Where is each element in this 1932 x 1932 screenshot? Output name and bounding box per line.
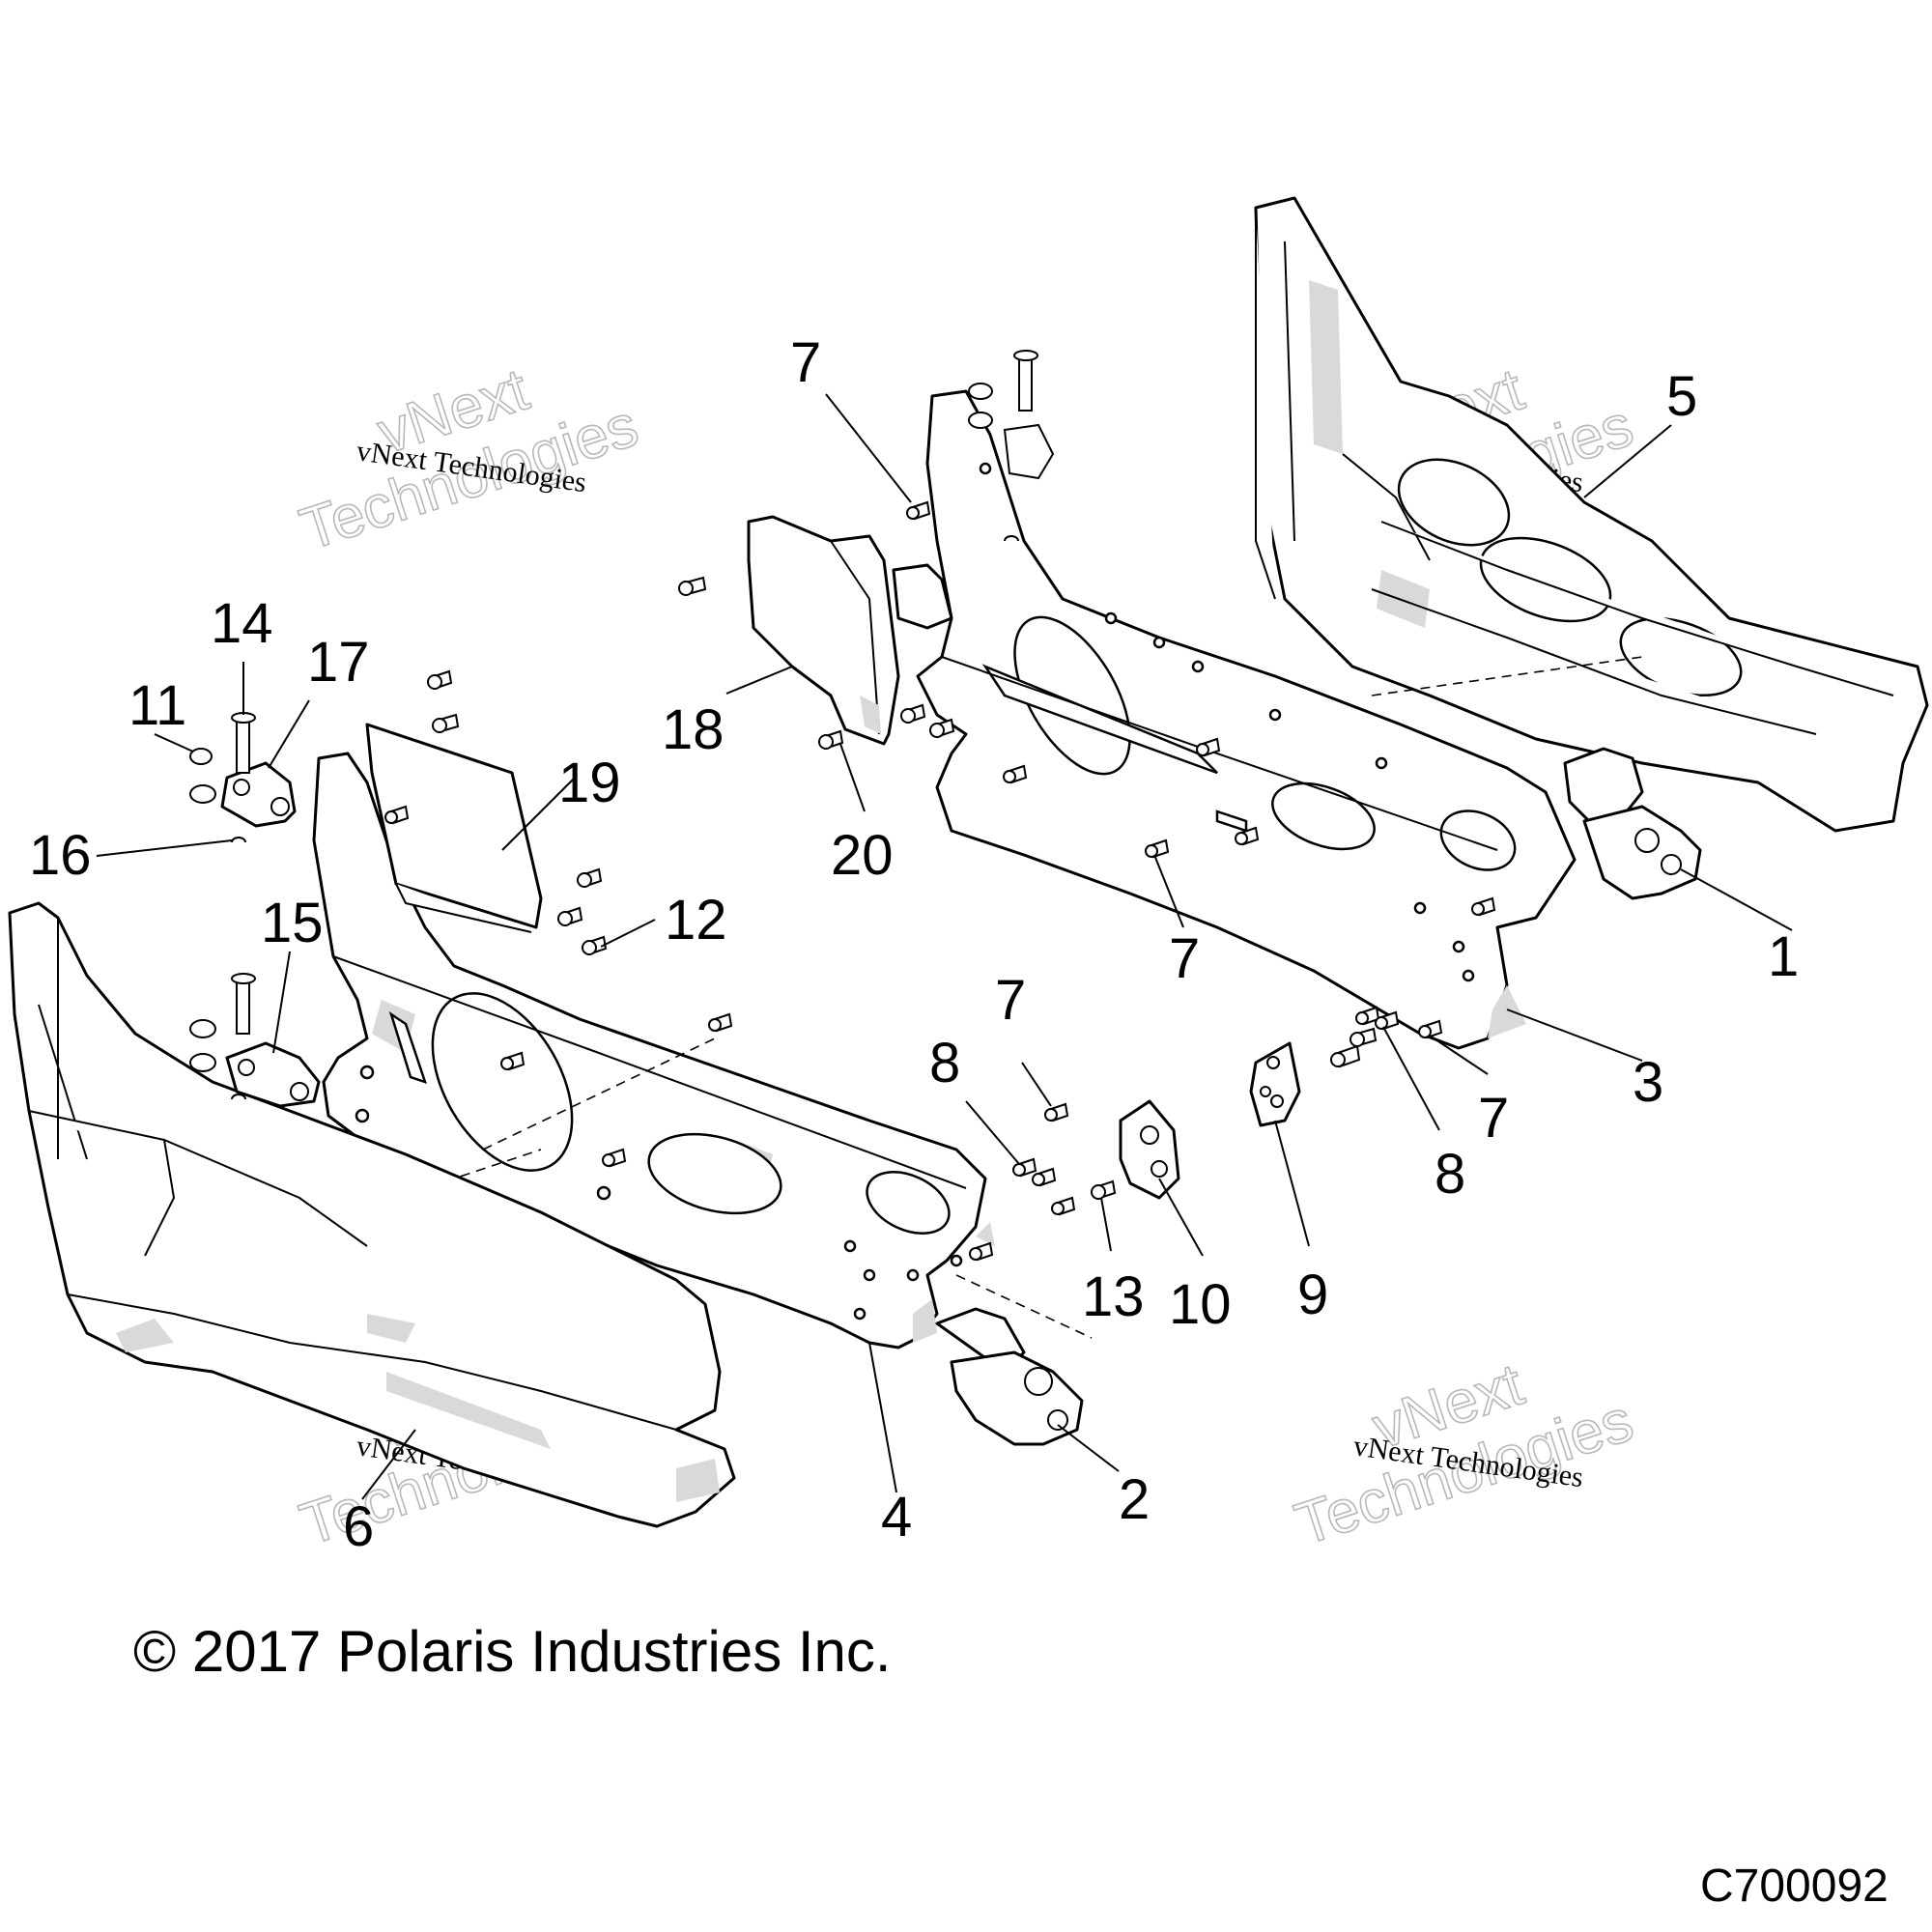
callout-5: 5 (1666, 365, 1697, 428)
part-10-plate (1119, 1099, 1180, 1200)
bolt-12d (582, 935, 608, 955)
bolt-4e (602, 1148, 627, 1168)
bolt-13a (1051, 1196, 1076, 1216)
callout-20: 20 (831, 824, 894, 887)
washer-top-b (968, 412, 993, 429)
bolt-7e (1044, 1102, 1069, 1122)
watermark-top-left: vNext Technologies vNext Technologies (292, 355, 646, 564)
callout-8-right: 8 (1435, 1143, 1465, 1206)
bolt-8a (1355, 1006, 1380, 1026)
callout-7-mid: 7 (1169, 927, 1200, 990)
callout-16: 16 (29, 824, 92, 887)
callout-9: 9 (1297, 1264, 1328, 1326)
washer-11a (189, 784, 216, 804)
part-17-link (220, 761, 297, 828)
pin-lower-left (231, 973, 256, 1035)
part-11-nut (189, 748, 213, 765)
bolt-18a (678, 576, 707, 596)
bolt-4f (427, 669, 453, 690)
watermark-bottom-right: vNext Technologies vNext Technologies (1287, 1350, 1641, 1559)
leader-lines (96, 393, 1793, 1500)
bolt-7b (1145, 838, 1170, 859)
bolt-13b (1091, 1179, 1117, 1200)
part-16-clip (231, 837, 246, 843)
washer-lower-left-a (189, 1019, 216, 1038)
bolt-4b (708, 1012, 733, 1033)
clip-lower-left (231, 1094, 246, 1100)
callout-3: 3 (1633, 1051, 1663, 1114)
part-18-bracket (747, 515, 900, 746)
bolt-20b (900, 703, 926, 724)
callout-15: 15 (261, 892, 324, 954)
bolt-8b (1375, 1010, 1400, 1031)
callout-labels: 1 2 3 4 5 6 7 7 7 7 8 8 9 10 11 12 13 14… (29, 331, 1799, 1558)
callout-12: 12 (665, 889, 727, 952)
bolt-3a (1003, 764, 1028, 784)
bolt-4c (384, 805, 410, 825)
bolt-20a (818, 729, 844, 750)
bolt-8d (1032, 1167, 1057, 1187)
callout-1: 1 (1768, 925, 1799, 988)
callout-19: 19 (558, 752, 621, 814)
bolt-3c (1471, 896, 1496, 917)
callout-7-top: 7 (790, 331, 821, 394)
part-14-pin (231, 712, 256, 774)
part-9-plate (1249, 1041, 1301, 1127)
callout-2: 2 (1119, 1468, 1150, 1531)
bolt-8c (1012, 1157, 1037, 1178)
clip-top (1004, 535, 1019, 542)
callout-11: 11 (128, 674, 186, 737)
callout-10: 10 (1169, 1273, 1232, 1336)
part-5-rear-bumper (1254, 196, 1929, 833)
copyright-notice: © 2017 Polaris Industries Inc. (133, 1619, 892, 1684)
washer-lower-left-b (189, 1053, 216, 1072)
callout-6: 6 (343, 1495, 374, 1558)
bolt-4a (969, 1241, 994, 1262)
bolt-3b (1196, 737, 1221, 757)
part-19-panel (365, 723, 543, 933)
bolt-20c (929, 718, 955, 738)
bolt-7c (1235, 826, 1260, 846)
callout-18: 18 (662, 698, 724, 761)
callout-8-lower: 8 (929, 1032, 960, 1094)
bolt-9a (1330, 1044, 1361, 1068)
callout-7-right: 7 (1478, 1087, 1509, 1150)
part-3-upper-frame (916, 389, 1577, 1050)
bolt-4d (500, 1051, 526, 1071)
callout-17: 17 (307, 631, 370, 694)
part-1-latch (1563, 747, 1702, 900)
callout-14: 14 (211, 592, 273, 655)
top-small-bracket (1003, 423, 1055, 480)
bolt-7d (1418, 1019, 1443, 1039)
part-15-link (225, 1041, 321, 1108)
drawing-code: C700092 (1700, 1861, 1889, 1912)
bolt-7a (906, 500, 931, 521)
washer-top-a (968, 383, 993, 400)
bolt-12b (577, 867, 603, 888)
part-2-latch (935, 1307, 1084, 1446)
callout-4: 4 (881, 1486, 912, 1548)
callout-7-lower: 7 (995, 969, 1026, 1032)
part-4-lower-frame (312, 752, 1093, 1350)
bolt-12c (557, 906, 583, 926)
part-6-front-bumper (8, 901, 736, 1528)
callout-13: 13 (1082, 1265, 1145, 1328)
pin-top (1013, 350, 1038, 412)
bolt-9b (1350, 1027, 1378, 1047)
part-18-side-tab (892, 563, 953, 630)
bolt-12a (432, 713, 460, 733)
